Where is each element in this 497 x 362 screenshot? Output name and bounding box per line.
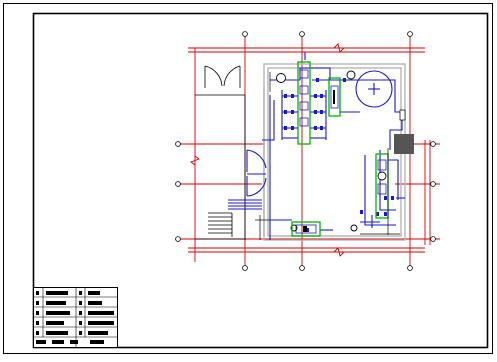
drawing-frame xyxy=(32,12,489,349)
axis-bubbles xyxy=(175,31,436,271)
title-block xyxy=(33,287,118,348)
equipment-details xyxy=(295,69,387,234)
valves xyxy=(284,78,394,232)
equipment-inner-marks xyxy=(303,90,335,232)
left-wing xyxy=(195,65,246,240)
stairs xyxy=(208,212,233,237)
tank xyxy=(355,70,393,108)
interior-lines xyxy=(255,72,400,240)
fixtures xyxy=(276,70,387,232)
wall-opening xyxy=(399,109,406,121)
sheet-border xyxy=(3,3,493,354)
shaft-block xyxy=(394,134,414,154)
